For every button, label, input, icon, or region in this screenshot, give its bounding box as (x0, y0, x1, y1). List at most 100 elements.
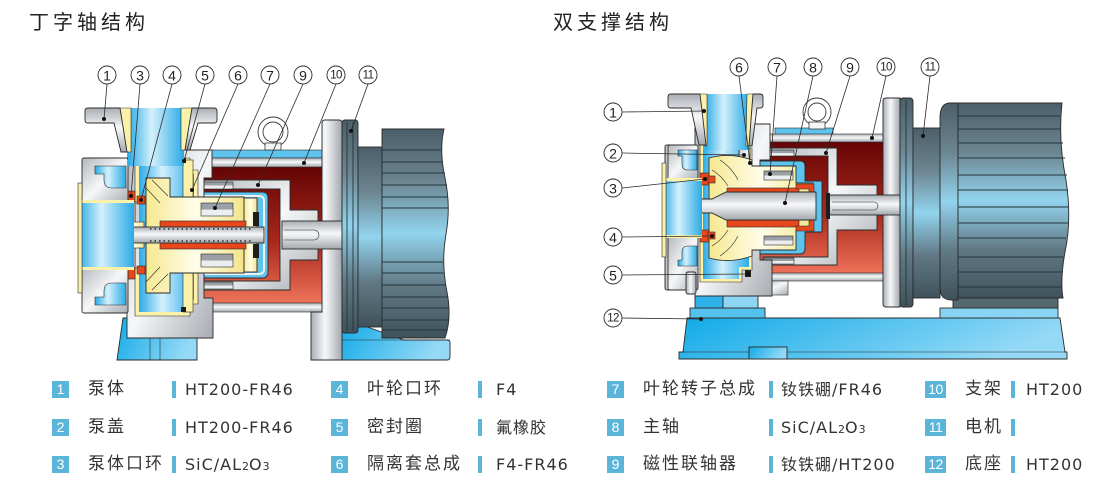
legend-item: 10 支架 HT200 (925, 380, 1082, 399)
callout-number: 11 (925, 62, 936, 74)
leader-line (621, 178, 706, 189)
legend-divider (478, 419, 482, 436)
legend-divider (172, 381, 176, 398)
suction-pocket-top (94, 165, 127, 189)
leader-dot (190, 188, 194, 192)
leader-dot (921, 134, 925, 138)
leader-line (214, 83, 271, 209)
chem-digit: 2 (838, 423, 846, 436)
suction-pocket-bottom (94, 282, 127, 306)
leader-line (621, 273, 749, 276)
leader-line (191, 83, 239, 191)
leader-line (621, 235, 713, 238)
callout-circle (729, 57, 749, 77)
legend-material: HT200-FR46 (185, 418, 294, 437)
motor-foot (952, 297, 1059, 309)
seal-ring-bottom (181, 307, 186, 312)
legend-item: 5 密封圈 氟橡胶 (331, 418, 546, 437)
motor-cooling-fins (958, 115, 1068, 288)
callout-1: 1 (97, 65, 117, 121)
leader-line (621, 317, 702, 320)
suction-pocket-bottom (677, 245, 698, 267)
leader-line (738, 75, 751, 164)
callout-circle (603, 178, 623, 198)
legend-divider (172, 419, 176, 436)
callout-number: 4 (168, 68, 176, 84)
legend-part-name: 泵体 (88, 379, 126, 399)
callout-number: 2 (609, 146, 617, 162)
leader-dot (783, 201, 787, 205)
callout-circle (803, 57, 823, 77)
legend-divider (172, 456, 176, 473)
legend-item: 9 磁性联轴器 钕铁硼/HT200 (607, 455, 895, 474)
leader-dot (710, 234, 714, 238)
leader-dot (256, 183, 260, 187)
inner-magnet-top (200, 202, 234, 217)
legend-part-name: 叶轮口环 (367, 379, 443, 399)
discharge-fluid (128, 108, 184, 166)
motor-shaft (828, 194, 901, 216)
leader-dot (748, 161, 752, 165)
legend-divider (1011, 419, 1015, 436)
leader-dot (102, 117, 106, 121)
leader-line (130, 83, 141, 197)
impeller-wear-ring-bottom (136, 265, 146, 275)
leader-line (871, 75, 887, 139)
motor-flange (899, 97, 914, 308)
leader-line (303, 83, 337, 164)
leader-line (183, 83, 206, 162)
leader-dot (702, 109, 706, 113)
legend-number-badge: 3 (52, 456, 69, 473)
discharge-flange-right (184, 107, 218, 151)
motor-body (381, 128, 450, 339)
legend-material: SiC/AL2O3 (185, 455, 270, 474)
lifting-eye-base (808, 121, 826, 130)
callout-8: 8 (783, 57, 823, 205)
leader-dot (129, 194, 133, 198)
legend-part-name: 主轴 (643, 417, 681, 437)
legend-part-name: 叶轮转子总成 (643, 379, 757, 399)
motor-flange-grooves (346, 122, 354, 331)
callout-circle (195, 65, 215, 85)
suction-flange-liner (661, 162, 667, 258)
legend-divider (769, 381, 773, 398)
leader-dot (870, 136, 874, 140)
suction-liner-bottom (78, 267, 134, 270)
leader-line (140, 83, 173, 201)
motor-shaft-keyway (284, 229, 320, 241)
leader-line (825, 75, 851, 154)
callout-number: 4 (609, 230, 617, 246)
legend-number-badge: 6 (331, 456, 348, 473)
leader-dot (703, 177, 707, 181)
legend-divider (478, 381, 482, 398)
legend-material: 钕铁硼/HT200 (781, 455, 896, 474)
leader-dot (742, 153, 746, 157)
legend-number-badge: 9 (607, 456, 624, 473)
legend-item: 12 底座 HT200 (925, 455, 1082, 474)
legend-material: HT200 (1026, 380, 1084, 399)
callout-12: 12 (603, 308, 703, 328)
callout-7: 7 (767, 57, 787, 176)
callout-circle (603, 143, 623, 163)
legend-divider (1011, 456, 1015, 473)
chem-digit: 2 (242, 460, 250, 473)
callout-circle (603, 102, 623, 122)
suction-pocket-top (677, 149, 698, 171)
legend-number-badge: 10 (925, 381, 946, 398)
callout-number: 6 (234, 68, 242, 84)
callout-number: 10 (330, 70, 342, 82)
outer-magnet-top (200, 181, 234, 190)
callout-circle (326, 65, 346, 85)
legend-material: 氟橡胶 (496, 418, 548, 437)
legend-part-name: 支架 (965, 379, 1003, 399)
legend-divider (478, 456, 482, 473)
lifting-eye-outer-ring (257, 116, 289, 148)
inner-magnet-bottom (763, 235, 794, 246)
discharge-flange-right (748, 93, 764, 147)
left-pump-t-shaft-diagram: 1 3 4 5 6 7 (77, 65, 451, 361)
leader-dot (768, 172, 772, 176)
legend-divider (769, 456, 773, 473)
leader-dot (213, 206, 217, 210)
motor-support-pad (939, 307, 1059, 319)
callout-number: 11 (363, 70, 374, 82)
